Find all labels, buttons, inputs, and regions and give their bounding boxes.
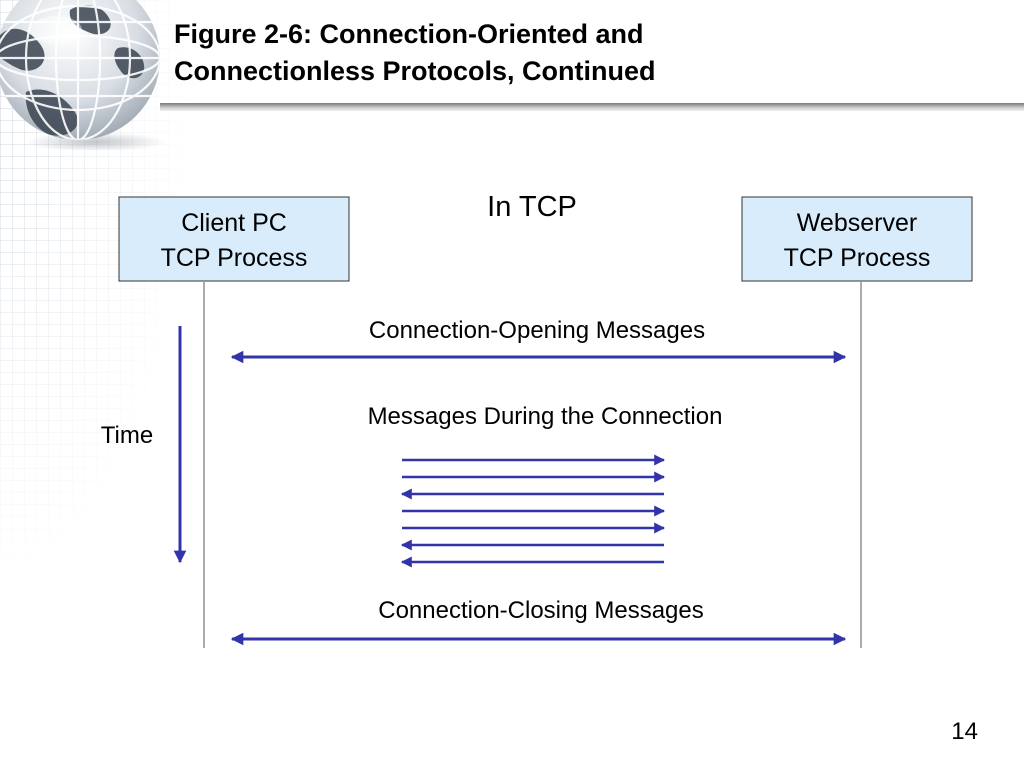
- closing-messages-label: Connection-Closing Messages: [378, 597, 704, 624]
- page-number: 14: [951, 718, 978, 745]
- client-label-line-2: TCP Process: [161, 244, 308, 272]
- opening-messages-label: Connection-Opening Messages: [369, 317, 705, 344]
- title-line-2: Connectionless Protocols, Continued: [174, 56, 656, 86]
- globe-icon: [0, 0, 165, 150]
- diagram-heading: In TCP: [487, 191, 577, 223]
- during-messages-arrows: [400, 454, 666, 568]
- during-messages-label: Messages During the Connection: [368, 403, 723, 430]
- page-title: Figure 2-6: Connection-Oriented and Conn…: [174, 16, 656, 90]
- client-process-box: Client PC TCP Process: [118, 196, 350, 282]
- server-process-box: Webserver TCP Process: [741, 196, 973, 282]
- client-label-line-1: Client PC: [181, 209, 287, 237]
- server-label-line-1: Webserver: [797, 209, 917, 237]
- time-label: Time: [101, 422, 153, 449]
- title-divider: [160, 103, 1024, 111]
- title-line-1: Figure 2-6: Connection-Oriented and: [174, 19, 644, 49]
- server-label-line-2: TCP Process: [784, 244, 931, 272]
